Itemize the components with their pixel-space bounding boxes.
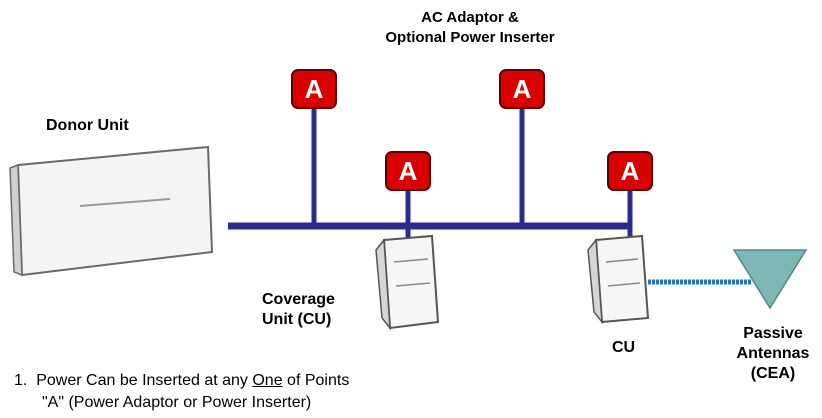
marker-a2-letter: A [512, 74, 532, 104]
coverage-line1: Coverage [262, 291, 335, 308]
coverage-unit-device [375, 234, 440, 331]
marker-a1 [291, 69, 337, 109]
marker-a3-letter: A [398, 156, 418, 186]
footnote-text1: Power Can be Inserted at any [36, 372, 253, 389]
marker-a4-letter: A [620, 156, 640, 186]
marker-a2 [499, 69, 545, 109]
footnote-line1: 1. Power Can be Inserted at any One of P… [14, 370, 634, 392]
coverage-unit-label: Coverage Unit (CU) [262, 290, 335, 330]
cu-device [587, 234, 650, 325]
footnote-number: 1. [14, 372, 28, 389]
donor-unit [9, 145, 214, 277]
antenna-label: Passive Antennas (CEA) [728, 324, 818, 384]
header-title: AC Adaptor & Optional Power Inserter [340, 8, 600, 48]
passive-antenna [732, 249, 808, 310]
coverage-line2: Unit (CU) [262, 311, 332, 328]
marker-a1-letter: A [304, 74, 324, 104]
footnote-line2: "A" (Power Adaptor or Power Inserter) [42, 394, 312, 411]
header-line1: AC Adaptor & [421, 9, 519, 26]
header-line2: Optional Power Inserter [385, 29, 555, 46]
footnote-underlined: One [252, 372, 283, 389]
marker-a4 [607, 151, 653, 191]
donor-unit-label: Donor Unit [46, 117, 129, 134]
antenna-line3: (CEA) [750, 365, 796, 382]
cu-label: CU [612, 339, 636, 356]
footnote-text2: of Points [282, 372, 350, 389]
footnote: 1. Power Can be Inserted at any One of P… [14, 370, 634, 414]
antenna-line2: Antennas [736, 345, 810, 362]
marker-a3 [385, 151, 431, 191]
antenna-line1: Passive [743, 325, 803, 342]
